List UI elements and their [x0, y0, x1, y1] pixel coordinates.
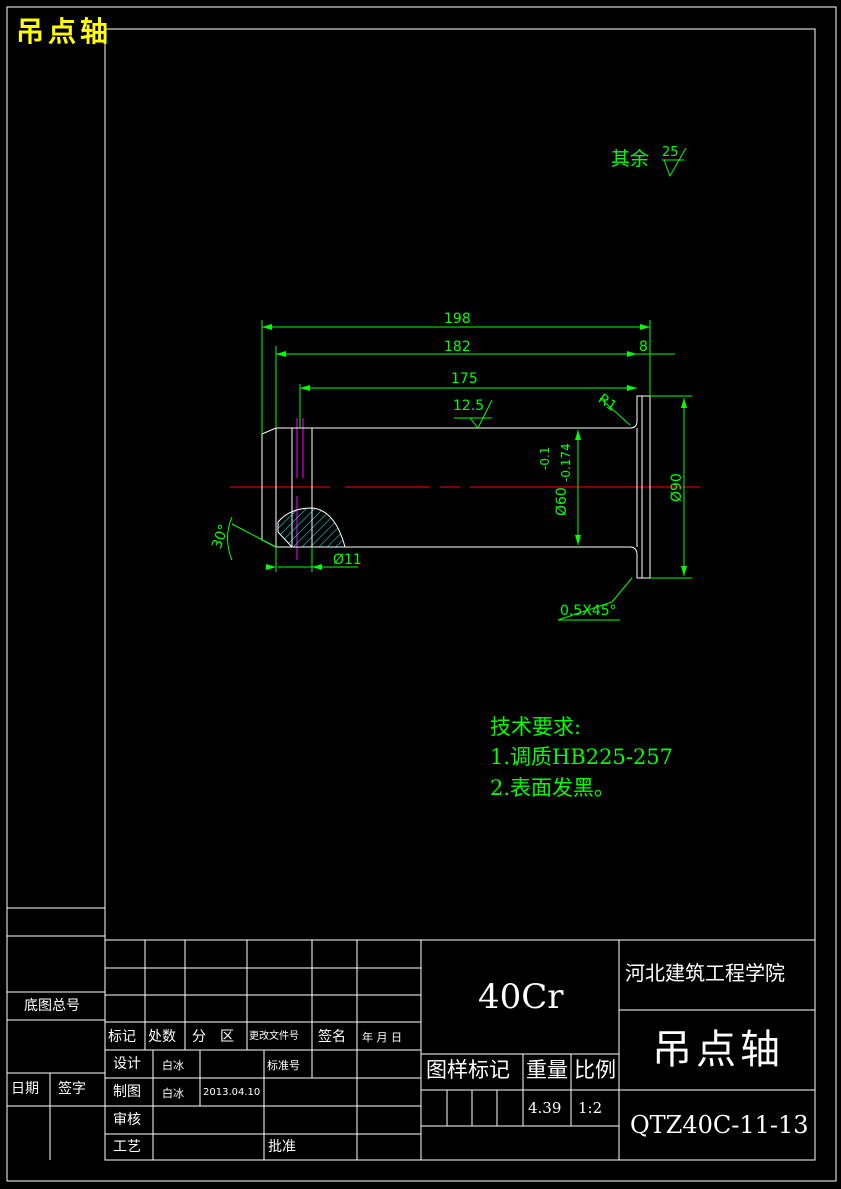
tb-scale-label: 比例 — [574, 1058, 616, 1082]
inner-frame — [104, 28, 816, 1161]
tb-header-mark: 标记 — [108, 1029, 136, 1045]
base-drawing-no-label: 底图总号 — [24, 998, 80, 1014]
tb-part-name: 吊点轴 — [652, 1027, 784, 1073]
dim-tolerance-lower: -0.174 — [559, 443, 573, 482]
tb-scale: 1:2 — [578, 1099, 603, 1117]
dim-shaft-diameter: Ø60 — [554, 487, 570, 516]
dim-total-length: 198 — [444, 311, 471, 327]
dimension-arrows — [262, 324, 687, 576]
dim-tolerance-upper: -0.1 — [538, 446, 552, 470]
shaft-outline — [261, 395, 651, 579]
left-strip — [7, 907, 105, 1160]
tb-approve-label: 批准 — [268, 1139, 296, 1155]
tb-design-name: 白冰 — [162, 1059, 184, 1072]
tb-weight: 4.39 — [528, 1099, 562, 1117]
tech-requirements-title: 技术要求: — [490, 715, 582, 739]
section-hatch-right — [311, 507, 346, 548]
tb-header-count: 处数 — [148, 1029, 176, 1045]
tech-requirement-item: 1.调质HB225-257 — [490, 745, 674, 769]
title-block — [105, 939, 815, 1160]
tb-material: 40Cr — [478, 977, 564, 1017]
tb-draw-name: 白冰 — [162, 1087, 184, 1100]
tb-review-label: 审核 — [113, 1112, 141, 1128]
tb-sample-mark-label: 图样标记 — [426, 1058, 510, 1082]
date-label: 日期 — [11, 1081, 39, 1097]
tb-standard-label: 标准号 — [267, 1059, 300, 1072]
tb-header-change-doc: 更改文件号 — [249, 1031, 299, 1042]
tb-weight-label: 重量 — [526, 1058, 568, 1082]
tb-school: 河北建筑工程学院 — [625, 961, 785, 985]
roughness-rest-value: 25 — [662, 145, 679, 160]
dimension-lines — [227, 147, 692, 621]
tb-header-date: 年 月 日 — [362, 1031, 402, 1044]
section-hatch — [277, 507, 313, 548]
dim-flange-thickness: 8 — [639, 339, 648, 355]
tb-header-division: 分 区 — [192, 1029, 234, 1045]
outer-frame — [6, 6, 837, 1182]
tb-design-label: 设计 — [113, 1056, 141, 1072]
dim-hole-diameter: Ø11 — [333, 552, 362, 568]
dim-chamfer: 0.5X45° — [560, 603, 617, 619]
tb-draw-date: 2013.04.10 — [203, 1087, 261, 1098]
dim-length-175: 175 — [451, 371, 478, 387]
tech-requirement-item: 2.表面发黑。 — [490, 776, 616, 800]
signature-label: 签字 — [58, 1081, 86, 1097]
dim-length-182: 182 — [444, 339, 471, 355]
roughness-rest-label: 其余 — [611, 148, 650, 170]
tb-header-sign: 签名 — [318, 1029, 346, 1045]
tb-drawing-no: QTZ40C-11-13 — [630, 1111, 809, 1139]
dim-roughness-shaft: 12.5 — [453, 398, 485, 414]
dim-flange-diameter: Ø90 — [669, 473, 685, 502]
tb-process-label: 工艺 — [113, 1139, 141, 1155]
drawing-title: 吊点轴 — [16, 15, 113, 48]
tb-draw-label: 制图 — [113, 1084, 141, 1100]
